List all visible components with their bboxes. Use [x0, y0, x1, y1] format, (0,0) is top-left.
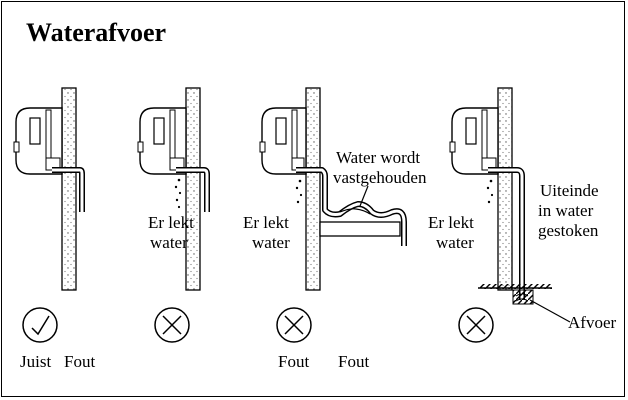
panel-2-label-line-1: Er lekt [148, 213, 194, 232]
panel-3-label-line-1: Er lekt [243, 213, 289, 232]
panel-2-label-line-2: water [150, 233, 188, 252]
drain-hose [52, 167, 85, 212]
panel-3-label-line-2: water [252, 233, 290, 252]
panel-1: Juist [13, 87, 85, 371]
panel-4-callout-line-3: gestoken [538, 221, 599, 240]
indoor-unit [449, 107, 499, 175]
panel-1-caption: Juist [20, 352, 51, 371]
page-title: Waterafvoer [26, 18, 167, 47]
indoor-unit [259, 107, 307, 175]
drain-hose [176, 167, 210, 212]
panel-4-callout-line-2: in water [538, 201, 594, 220]
wall [185, 87, 201, 291]
panel-3: Water wordt vastgehouden Er lekt water F… [243, 87, 427, 371]
cross-circle-icon [458, 307, 494, 343]
panel-4-callout-line-1: Uiteinde [540, 181, 599, 200]
panel-2-caption: Fout [64, 352, 95, 371]
wall [61, 87, 77, 291]
leak-drops [295, 179, 303, 204]
panel-3-caption: Fout [278, 352, 309, 371]
wall [497, 87, 513, 291]
panel-4-label-line-2: water [436, 233, 474, 252]
panel-3-callout-line-2: vastgehouden [333, 168, 427, 187]
check-circle-icon [22, 307, 58, 343]
cross-circle-icon [154, 307, 190, 343]
panel-4-caption: Fout [338, 352, 369, 371]
leak-drops [486, 179, 494, 204]
indoor-unit [137, 107, 187, 175]
drain-pointer [529, 299, 571, 323]
drain-hose [488, 167, 525, 300]
leak-drops [174, 178, 182, 209]
panel-3-callout-line-1: Water wordt [336, 148, 420, 167]
ground-drain [478, 284, 552, 305]
panel-4: Afvoer Uiteinde in water gestoken Er lek… [338, 87, 616, 371]
panel-4-label-line-1: Er lekt [428, 213, 474, 232]
wall [305, 87, 321, 291]
indoor-unit [13, 107, 63, 175]
drain-hose [296, 167, 407, 246]
ledge [319, 221, 401, 237]
cross-circle-icon [276, 307, 312, 343]
panel-2: Er lekt water Fout [64, 87, 210, 371]
panel-4-drain-label: Afvoer [568, 313, 616, 332]
callout-pointer [359, 185, 369, 207]
